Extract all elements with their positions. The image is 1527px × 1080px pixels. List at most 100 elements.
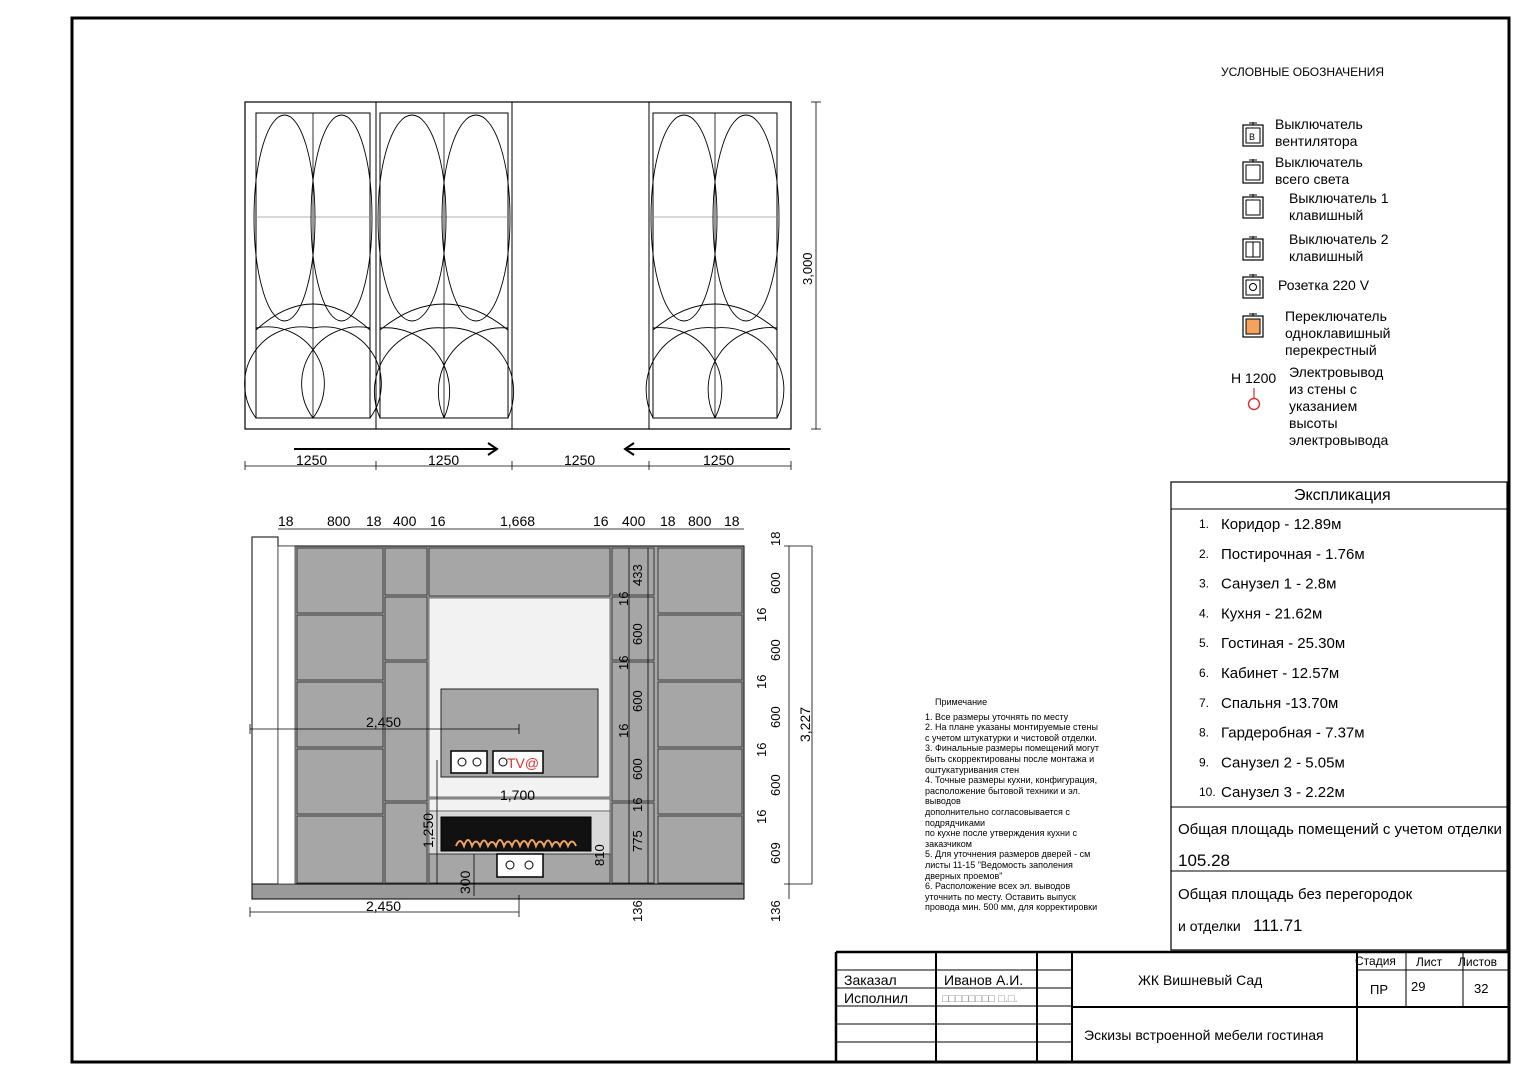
room-name: Кухня - 21.62м (1221, 605, 1322, 622)
dim-label: 600 (630, 690, 645, 712)
fan-switch-icon: В (1242, 122, 1264, 147)
legend-label: всего света (1275, 171, 1349, 187)
dim-label: 600 (768, 639, 783, 661)
fireplace-icon (440, 816, 592, 852)
note-line: уточнить по месту. Оставить выпуск (925, 891, 1076, 902)
dim-label: 16 (754, 675, 769, 689)
note-line: 5. Для уточнения размеров дверей - см (925, 849, 1091, 860)
dim-label: 800 (688, 513, 712, 529)
dim-label: 810 (592, 844, 607, 866)
note-line: 4. Точные размеры кухни, конфигурация, (925, 775, 1098, 786)
legend-label: Розетка 220 V (1278, 277, 1370, 293)
dim-label: 18 (768, 532, 783, 546)
room-number: 7. (1199, 696, 1209, 710)
dim-label: 18 (366, 513, 382, 529)
note-line: быть скорректированы после монтажа и (925, 753, 1095, 764)
note-line: дверных проемов" (925, 870, 1003, 881)
dim-label: 18 (724, 513, 740, 529)
wardrobe-height-label: 3,000 (800, 252, 815, 285)
dim-label: 136 (768, 900, 783, 922)
executed-name: □□□□□□□□ □.□. (942, 993, 1018, 1005)
sheets-label: Листов (1458, 955, 1497, 969)
dim-label: 600 (768, 572, 783, 594)
note-line: выводов (925, 796, 961, 807)
legend-label: Выключатель 1 (1289, 190, 1389, 206)
room-number: 9. (1199, 755, 1209, 769)
note-line: заказчиком (925, 838, 972, 849)
plinth (251, 883, 745, 900)
outlet-height-prefix: Н 1200 (1231, 370, 1276, 386)
socket-icon (496, 853, 544, 878)
stage-value: ПР (1370, 982, 1388, 997)
executed-label: Исполнил (844, 990, 908, 1006)
ordered-label: Заказал (844, 972, 897, 988)
dim-label: 400 (622, 513, 646, 529)
total-finish-label: Общая площадь помещений с учетом отделки (1178, 821, 1502, 838)
dim-label: 16 (754, 810, 769, 824)
sheet-title: Эскизы встроенной мебели гостиная (1084, 1027, 1324, 1043)
project-name: ЖК Вишневый Сад (1138, 972, 1262, 988)
legend-label: высоты (1289, 415, 1338, 431)
note-line: 3. Финальные размеры помещений могут (925, 743, 1099, 754)
note-line: по кухне после утверждения кухни с (925, 828, 1078, 839)
room-name: Гардеробная - 7.37м (1221, 725, 1365, 742)
door-panels (244, 112, 785, 419)
dim-label: 600 (768, 774, 783, 796)
socket-220v-icon (1242, 274, 1264, 299)
legend: ВВыключательвентилятораВыключательвсего … (1231, 116, 1391, 448)
note-line: 6. Расположение всех эл. выводов (925, 881, 1071, 892)
room-number: 1. (1199, 517, 1209, 531)
notes-title: Примечание (935, 697, 988, 707)
note-line: с учетом штукатурки и чистовой отделки. (925, 732, 1097, 743)
ordered-name: Иванов А.И. (944, 972, 1023, 988)
room-name: Гостиная - 25.30м (1221, 635, 1345, 652)
title-block: Заказал Иванов А.И. Исполнил □□□□□□□□ □.… (834, 950, 1509, 1062)
room-number: 5. (1199, 636, 1209, 650)
dim-label: 16 (616, 724, 631, 738)
room-name: Санузел 2 - 5.05м (1221, 754, 1345, 771)
master-switch-icon (1242, 159, 1264, 184)
note-line: листы 11-15 "Ведомость заполения (925, 859, 1073, 870)
room-number: 8. (1199, 726, 1209, 740)
dim-label: 600 (630, 623, 645, 645)
sheet-frame (70, 16, 1511, 1064)
dim-label: 16 (616, 592, 631, 606)
total-finish-value: 105.28 (1178, 851, 1230, 870)
dim-label: 400 (393, 513, 417, 529)
wall-column (251, 536, 279, 885)
cross-switch-icon (1242, 313, 1264, 338)
tv-wall-elevation: TV@ 433 16 600 16 600 16 600 16 775 810 (249, 513, 813, 922)
sheet-value: 29 (1411, 979, 1425, 994)
tv-label: TV@ (507, 755, 539, 771)
width-label: 1250 (296, 452, 327, 468)
legend-title: УСЛОВНЫЕ ОБОЗНАЧЕНИЯ (1221, 65, 1384, 79)
wardrobe-outline (244, 101, 792, 430)
note-line: 2. На плане указаны монтируемые стены (925, 722, 1098, 733)
room-number: 2. (1199, 547, 1209, 561)
dim-label: 1,700 (500, 787, 535, 803)
note-line: 1. Все размеры уточнять по месту (925, 711, 1069, 722)
note-line: подрядчиками (925, 817, 986, 828)
legend-label: из стены с (1289, 381, 1357, 397)
width-label: 1250 (428, 452, 459, 468)
double-key-switch-icon (1242, 236, 1264, 261)
room-name: Кабинет - 12.57м (1221, 665, 1339, 682)
room-number: 4. (1199, 606, 1209, 620)
dim-label: 2,450 (366, 714, 401, 730)
icon-glyph: В (1249, 132, 1255, 142)
legend-label: указанием (1289, 398, 1357, 414)
room-number: 10. (1199, 785, 1216, 799)
room-name: Коридор - 12.89м (1221, 516, 1341, 533)
dim-label: 600 (630, 758, 645, 780)
legend-label: вентилятора (1275, 133, 1358, 149)
note-line: провода мин. 500 мм, для корректировки (925, 902, 1098, 913)
legend-label: Электровывод (1289, 364, 1383, 380)
dim-label: 16 (630, 798, 645, 812)
dim-label: 609 (768, 842, 783, 864)
note-line: дополнительно согласовывается с (925, 806, 1070, 817)
dim-label: 300 (457, 870, 473, 894)
room-number: 3. (1199, 577, 1209, 591)
dim-label: 18 (278, 513, 294, 529)
